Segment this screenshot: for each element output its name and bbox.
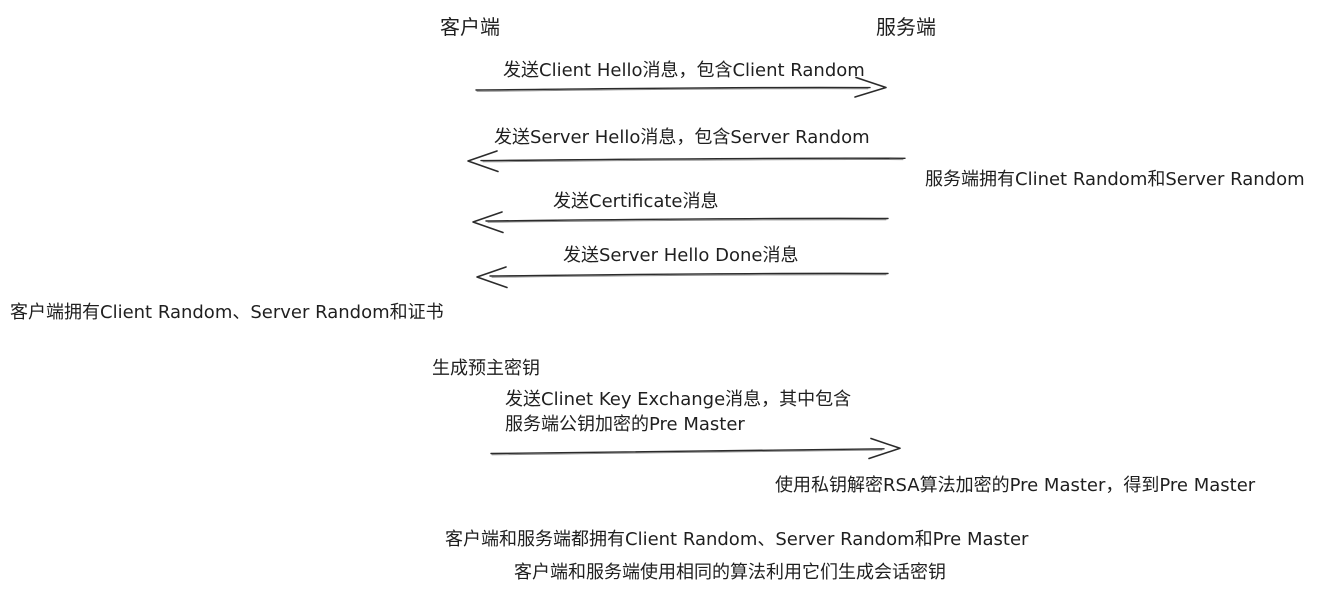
actor-server-label: 服务端 (876, 15, 936, 39)
message-client-key-exchange-label-line1: 发送Clinet Key Exchange消息，其中包含 (505, 389, 852, 410)
message-certificate-label: 发送Certificate消息 (553, 191, 719, 212)
actor-client-label: 客户端 (440, 15, 500, 39)
arrow-server-hello-done (476, 266, 889, 289)
note-server-has-randoms: 服务端拥有Clinet Random和Server Random (925, 169, 1305, 190)
message-server-hello-done-label: 发送Server Hello Done消息 (563, 245, 799, 266)
message-server-hello-label: 发送Server Hello消息，包含Server Random (494, 127, 870, 148)
note-server-decrypts: 使用私钥解密RSA算法加密的Pre Master，得到Pre Master (775, 475, 1256, 496)
note-client-has-randoms: 客户端拥有Client Random、Server Random和证书 (10, 302, 444, 323)
arrow-server-hello (467, 150, 906, 173)
arrow-client-key-exchange (490, 437, 901, 460)
message-client-key-exchange-label-line2: 服务端公钥加密的Pre Master (505, 414, 745, 435)
note-generate-premaster: 生成预主密钥 (432, 358, 540, 379)
arrow-certificate (472, 211, 889, 234)
note-both-have-secrets: 客户端和服务端都拥有Client Random、Server Random和Pr… (445, 529, 1029, 550)
note-session-key: 客户端和服务端使用相同的算法利用它们生成会话密钥 (514, 562, 946, 583)
message-client-hello-label: 发送Client Hello消息，包含Client Random (503, 60, 865, 81)
